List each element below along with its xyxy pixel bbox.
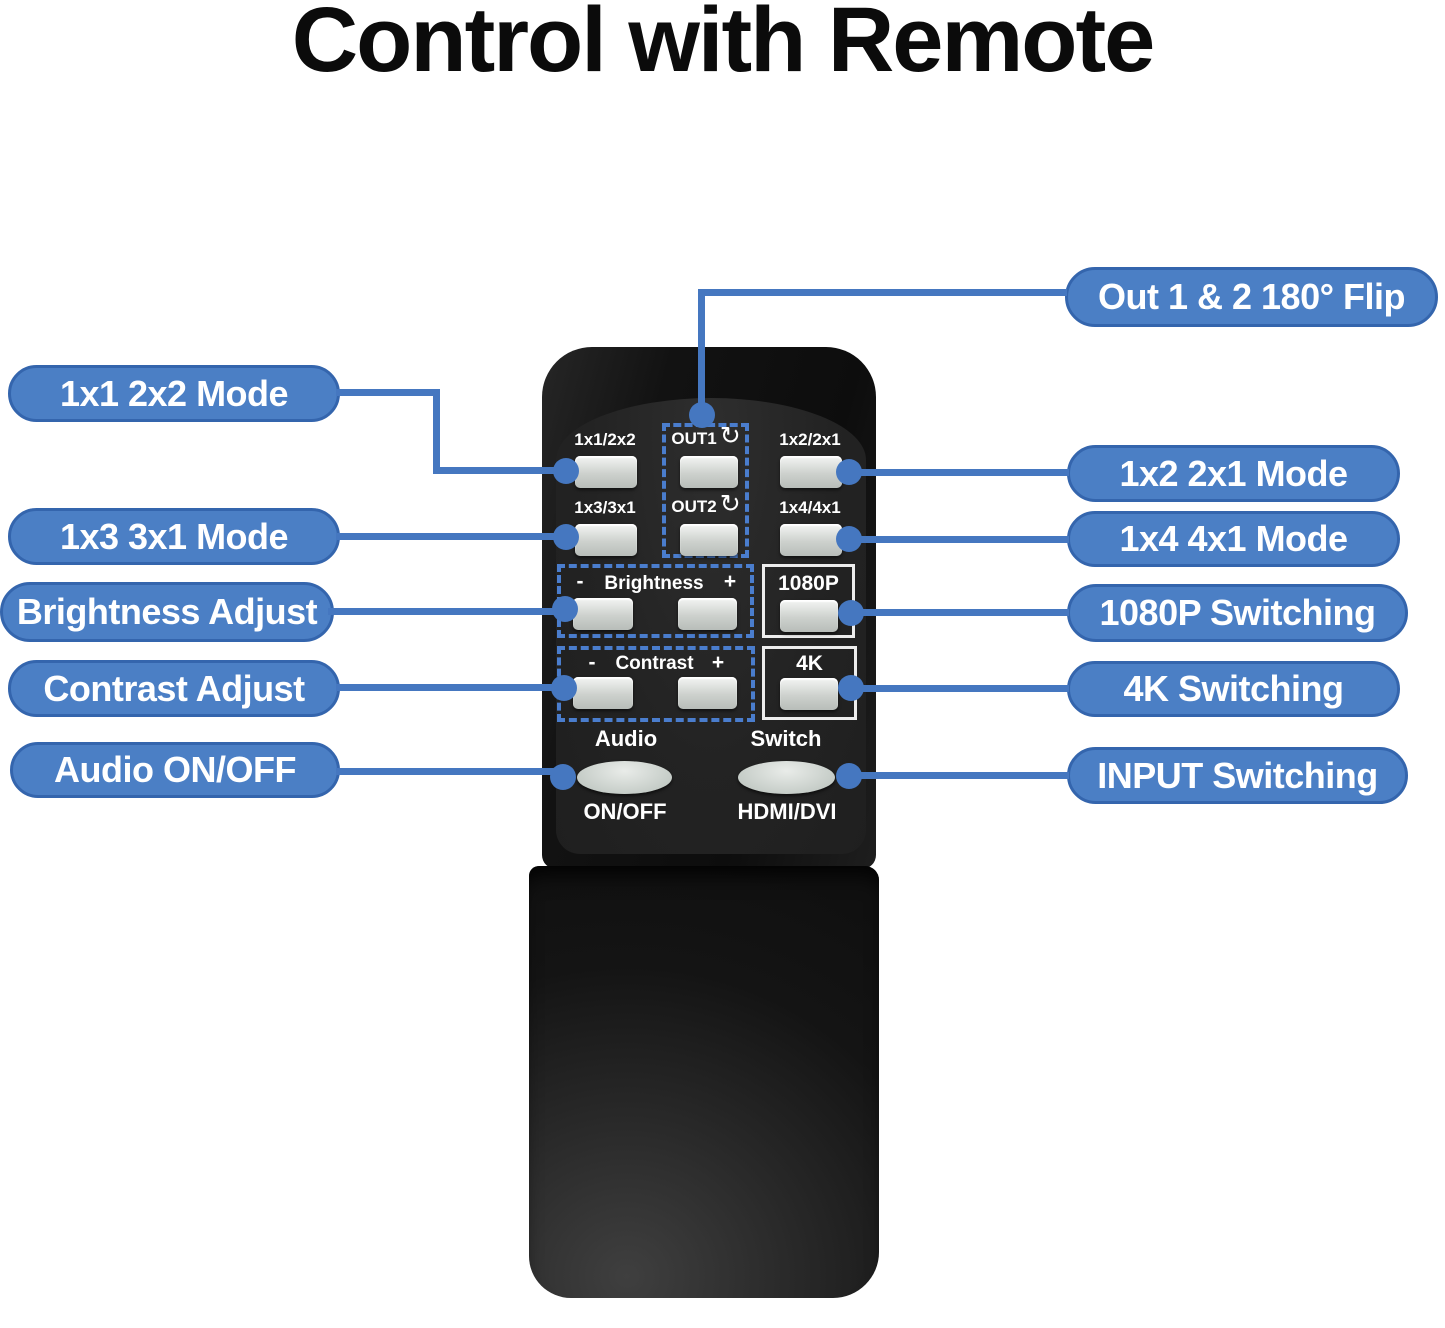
callout-line-segment: [849, 772, 1069, 779]
audio-label: Audio: [594, 726, 658, 751]
callout-pill-brightness-adjust: Brightness Adjust: [0, 582, 334, 642]
remote-button-out1: [680, 456, 738, 488]
remote-button-out2: [680, 524, 738, 556]
switch-hdmi-dvi-sublabel: HDMI/DVI: [737, 799, 837, 824]
brightness-label: Brightness: [604, 573, 704, 594]
callout-pill-4k-switching: 4K Switching: [1067, 661, 1400, 717]
remote-button-switch-hdmi-dvi: [738, 761, 835, 794]
callout-line-segment: [700, 289, 1067, 296]
callout-pill-1x3-3x1-mode: 1x3 3x1 Mode: [8, 508, 340, 565]
callout-dot: [838, 675, 864, 701]
remote-button-1x2-2x1: [780, 456, 842, 488]
brightness-minus-sign: -: [576, 570, 584, 593]
callout-dot: [836, 526, 862, 552]
rotate-arrow-icon: ↻: [719, 489, 741, 518]
callout-line-segment: [328, 608, 570, 615]
remote-button-1080p: [780, 600, 838, 632]
remote-label-1x3-3x1: 1x3/3x1: [574, 498, 636, 517]
rotate-arrow-icon: ↻: [719, 421, 741, 450]
callout-pill-input-switching: INPUT Switching: [1067, 747, 1408, 804]
callout-pill-out-flip: Out 1 & 2 180° Flip: [1065, 267, 1438, 327]
callout-dot: [551, 675, 577, 701]
callout-dot: [836, 459, 862, 485]
callout-dot: [838, 600, 864, 626]
callout-pill-1x4-4x1-mode: 1x4 4x1 Mode: [1067, 511, 1400, 567]
brightness-plus-sign: +: [723, 570, 737, 593]
contrast-minus-sign: -: [588, 651, 596, 674]
page-title: Control with Remote: [291, 0, 1156, 91]
callout-line-segment: [849, 536, 1069, 543]
callout-line-segment: [849, 469, 1069, 476]
callout-line-segment: [698, 289, 705, 417]
callout-pill-contrast-adjust: Contrast Adjust: [8, 660, 340, 717]
contrast-plus-sign: +: [711, 651, 725, 674]
1080p-label: 1080P: [778, 572, 839, 595]
callout-dot: [552, 596, 578, 622]
callout-line-segment: [336, 389, 440, 396]
callout-line-segment: [336, 684, 568, 691]
remote-button-audio-onoff: [577, 761, 672, 794]
callout-pill-1x1-2x2-mode: 1x1 2x2 Mode: [8, 365, 340, 422]
callout-pill-1x2-2x1-mode: 1x2 2x1 Mode: [1067, 445, 1400, 502]
callout-line-segment: [336, 533, 568, 540]
remote-button-brightness-minus: [573, 598, 633, 630]
4k-label: 4K: [796, 652, 823, 675]
remote-button-4k: [780, 678, 838, 710]
audio-onoff-sublabel: ON/OFF: [583, 799, 667, 824]
callout-dot: [550, 764, 576, 790]
remote-label-out2: OUT2 ↻: [662, 491, 750, 520]
callout-line-segment: [433, 467, 566, 474]
remote-button-1x3-3x1: [575, 524, 637, 556]
callout-line-segment: [851, 609, 1069, 616]
out2-text: OUT2: [671, 497, 717, 517]
callout-line-segment: [336, 768, 568, 775]
callout-dot: [689, 402, 715, 428]
remote-label-1x4-4x1: 1x4/4x1: [779, 498, 841, 517]
remote-button-brightness-plus: [678, 598, 737, 630]
remote-button-1x4-4x1: [780, 524, 842, 556]
callout-line-segment: [851, 685, 1069, 692]
remote-button-contrast-plus: [678, 677, 737, 709]
remote-handle: [529, 866, 879, 1298]
callout-line-segment: [433, 389, 440, 474]
callout-pill-1080p-switching: 1080P Switching: [1067, 584, 1408, 642]
remote-label-1x1-2x2: 1x1/2x2: [574, 430, 636, 449]
out1-text: OUT1: [671, 429, 717, 449]
callout-dot: [553, 524, 579, 550]
remote-button-1x1-2x2: [575, 456, 637, 488]
callout-dot: [553, 458, 579, 484]
callout-pill-audio-onoff: Audio ON/OFF: [10, 742, 340, 798]
remote-button-contrast-minus: [573, 677, 633, 709]
remote-label-out1: OUT1 ↻: [662, 423, 750, 452]
switch-label: Switch: [750, 726, 822, 751]
contrast-label: Contrast: [615, 653, 694, 674]
remote-label-1x2-2x1: 1x2/2x1: [779, 430, 841, 449]
callout-dot: [836, 763, 862, 789]
